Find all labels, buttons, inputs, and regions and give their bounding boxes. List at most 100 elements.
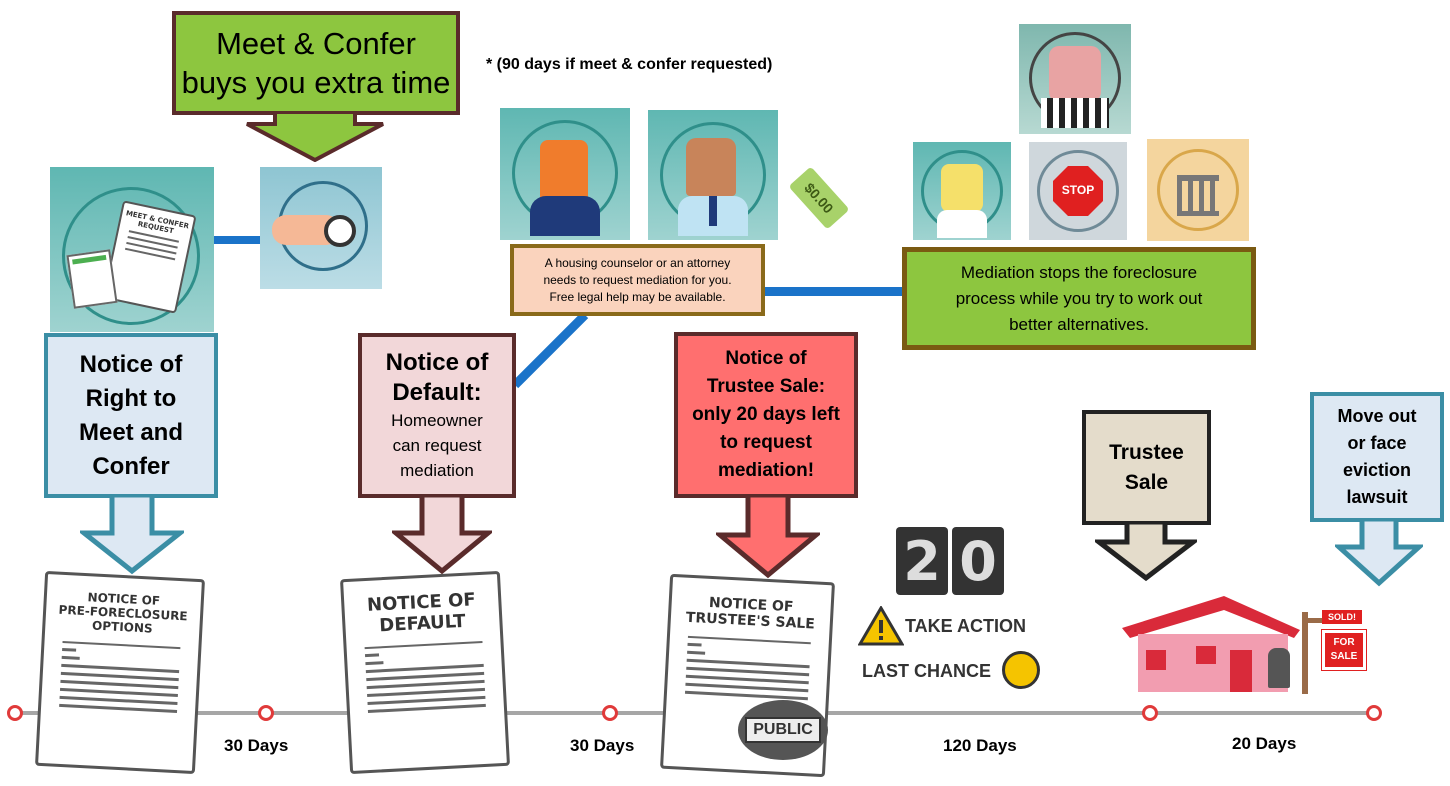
callout-body: can request (392, 436, 482, 455)
sold-sign: SOLD! (1322, 610, 1362, 624)
digit-text: 0 (959, 529, 997, 593)
move-out-callout: Move out or face eviction lawsuit (1310, 392, 1444, 522)
stop-sign-icon (1053, 166, 1103, 216)
homeowner-avatar (941, 164, 983, 212)
tile-ring (62, 187, 200, 325)
courthouse-icon (1177, 175, 1219, 216)
notice-right-arrow (80, 495, 184, 575)
hand-icon (1002, 651, 1040, 689)
callout-body: mediation (400, 461, 474, 480)
attorney-avatar (686, 138, 736, 196)
sign-post (1302, 612, 1308, 694)
callout-line: lawsuit (1346, 487, 1408, 507)
callout-line: Move out (1337, 406, 1417, 426)
interval-label: 120 Days (943, 736, 1017, 755)
timeline-node (7, 705, 23, 721)
price-tag: $0.00 (788, 166, 850, 230)
notice-default-arrow (392, 495, 492, 575)
watch-icon (324, 215, 356, 247)
callout-line: Confer (92, 452, 170, 480)
meet-confer-banner: Meet & Confer buys you extra time (172, 11, 460, 115)
notice-default-callout: Notice of Default: Homeowner can request… (358, 333, 516, 498)
referee-tile (1019, 24, 1131, 134)
sold-text: SOLD! (1328, 612, 1356, 622)
counselor-avatar (540, 140, 588, 200)
trustee-sale-callout: Trustee Sale (1082, 410, 1211, 525)
callout-line: Meet and (78, 418, 183, 446)
housing-counselor-tile (500, 108, 630, 240)
last-chance-label: LAST CHANCE (862, 661, 991, 681)
meet-confer-request-tile: MEET & CONFER REQUEST (50, 167, 214, 332)
take-action-label: TAKE ACTION (905, 616, 1026, 636)
box-line: Mediation stops the foreclosure (960, 262, 1198, 282)
callout-title: Notice of (385, 349, 489, 376)
callout-body: Homeowner (391, 411, 483, 430)
stop-tile: STOP (1029, 142, 1127, 240)
banner-line: buys you extra time (181, 65, 451, 100)
courthouse-tile (1147, 139, 1249, 241)
homeowner-body (937, 210, 987, 238)
sad-homeowner-tile (913, 142, 1011, 240)
notice-trustee-callout: Notice of Trustee Sale: only 20 days lef… (674, 332, 858, 498)
box-line: process while you try to work out (955, 288, 1203, 308)
tie-icon (709, 196, 717, 226)
mediation-box: Mediation stops the foreclosure process … (902, 247, 1256, 350)
stamp-text: PUBLIC (745, 717, 821, 743)
digit-text: 2 (903, 529, 941, 593)
callout-line: only 20 days left (692, 404, 840, 425)
trustee-sale-arrow (1095, 522, 1197, 582)
box-line: Free legal help may be available. (549, 289, 726, 304)
box-line: A housing counselor or an attorney (544, 255, 731, 270)
housing-counselor-box: A housing counselor or an attorney needs… (510, 244, 765, 316)
callout-title: Default: (392, 379, 482, 406)
banner-line: Meet & Confer (216, 26, 416, 61)
callout-line: or face (1347, 433, 1407, 453)
public-stamp: PUBLIC (738, 700, 828, 760)
callout-line: mediation! (717, 460, 815, 481)
house-icon (1122, 596, 1300, 692)
watch-tile (260, 167, 382, 289)
connector-line (764, 287, 904, 296)
callout-line: Notice of (725, 348, 807, 369)
default-document: NOTICE OF DEFAULT (340, 570, 510, 775)
connector-diagonal (511, 311, 589, 389)
callout-line: Sale (1124, 470, 1169, 494)
move-out-arrow (1335, 519, 1423, 587)
interval-label: 20 Days (1232, 734, 1297, 753)
callout-line: to request (720, 432, 812, 453)
footnote: * (90 days if meet & confer requested) (486, 56, 773, 73)
countdown-digit: 2 (896, 527, 948, 595)
timeline-node (1366, 705, 1382, 721)
callout-line: Trustee (1109, 440, 1184, 464)
notice-right-callout: Notice of Right to Meet and Confer (44, 333, 218, 498)
tile-ring (1037, 150, 1119, 232)
callout-line: Notice of (79, 350, 183, 378)
connector-line (210, 236, 266, 244)
small-document (66, 249, 118, 309)
for-sale-text: SALE (1330, 651, 1358, 662)
callout-line: eviction (1342, 460, 1412, 480)
referee-avatar (1049, 46, 1101, 102)
person-icon (1268, 648, 1290, 688)
timeline-node (258, 705, 274, 721)
notice-trustee-arrow (716, 495, 820, 579)
pre-foreclosure-document: NOTICE OF PRE-FORECLOSURE OPTIONS (35, 570, 205, 775)
stop-sign-text: STOP (1061, 183, 1095, 197)
counselor-body (530, 196, 600, 236)
for-sale-sign: FOR SALE (1321, 629, 1367, 671)
timeline-node (1142, 705, 1158, 721)
price-tag-text: $0.00 (801, 179, 837, 217)
callout-line: Right to (85, 384, 177, 412)
box-line: needs to request mediation for you. (543, 272, 732, 287)
interval-label: 30 Days (570, 736, 635, 755)
timeline-node (602, 705, 618, 721)
box-line: better alternatives. (1009, 314, 1149, 334)
for-sale-text: FOR (1333, 637, 1355, 648)
warning-icon (858, 606, 904, 646)
countdown-digit: 0 (952, 527, 1004, 595)
callout-line: Trustee Sale: (706, 376, 826, 397)
attorney-tile (648, 110, 778, 240)
referee-shirt (1041, 98, 1109, 128)
interval-label: 30 Days (224, 736, 289, 755)
meet-confer-arrow (246, 112, 384, 162)
